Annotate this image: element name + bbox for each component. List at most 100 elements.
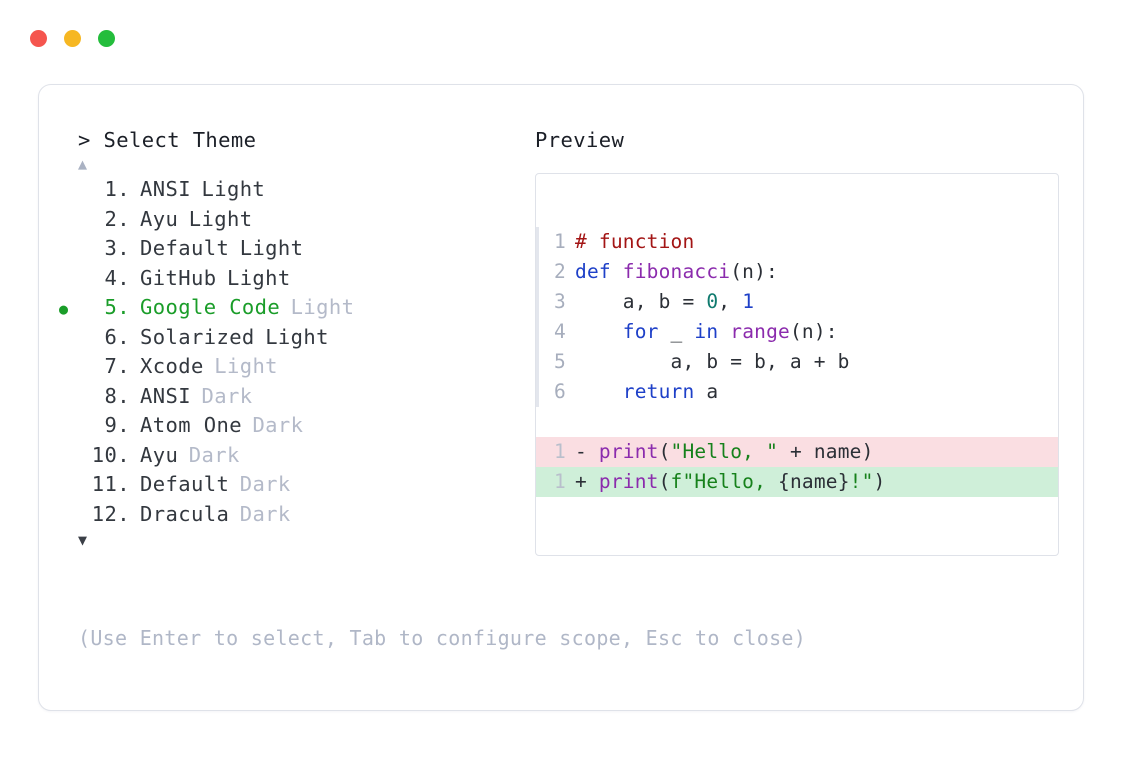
code-token: 0 <box>706 290 719 313</box>
line-number: 2 <box>554 260 566 283</box>
code-token: a <box>694 380 719 403</box>
code-token: a, b = <box>575 290 707 313</box>
theme-list-item[interactable]: ● 5. Google Code Light <box>59 293 529 323</box>
line-number: 5 <box>554 350 566 373</box>
theme-index: 2. <box>104 206 130 231</box>
theme-index: 1. <box>104 177 130 201</box>
code-token <box>575 320 623 343</box>
line-number: 1 <box>554 440 566 463</box>
page-title: Select Theme <box>103 128 257 152</box>
code-token: _ <box>658 320 695 343</box>
theme-name: Atom One <box>140 413 242 437</box>
theme-variant: Dark <box>239 501 291 526</box>
scroll-down-icon[interactable]: ▼ <box>78 531 88 549</box>
code-text: # function <box>575 227 694 257</box>
selection-bullet-icon <box>59 325 78 355</box>
line-number: 1 <box>554 470 566 493</box>
code-token <box>575 380 623 403</box>
window-traffic-lights <box>30 30 115 47</box>
code-token: fibonacci <box>622 260 731 283</box>
code-token: !" <box>849 470 874 493</box>
code-text: a, b = 0, 1 <box>575 287 754 317</box>
theme-name: Dracula <box>140 501 230 526</box>
code-text: print(f"Hello, {name}!") <box>599 467 886 497</box>
theme-variant: Light <box>265 324 329 349</box>
theme-name: ANSI <box>140 177 191 201</box>
code-token: 1 <box>742 290 755 313</box>
theme-list-item[interactable]: 2. Ayu Light <box>59 205 529 235</box>
theme-name: Google Code <box>140 295 281 319</box>
selection-bullet-icon <box>59 236 78 266</box>
line-number: 6 <box>554 380 566 403</box>
theme-index: 3. <box>104 236 130 260</box>
code-token: "Hello, " <box>670 440 779 463</box>
theme-index: 4. <box>104 265 130 290</box>
line-number: 1 <box>554 230 566 253</box>
theme-variant: Light <box>226 265 291 290</box>
selection-bullet-icon <box>59 266 78 296</box>
theme-name: Default <box>140 236 230 260</box>
code-token: for <box>622 320 659 343</box>
theme-variant: Light <box>290 295 355 319</box>
code-token: f"Hello, <box>670 470 779 493</box>
prompt-caret-icon: > <box>78 128 91 152</box>
theme-index: 8. <box>104 383 130 408</box>
theme-variant: Dark <box>239 472 291 496</box>
line-number: 4 <box>554 320 566 343</box>
scroll-up-icon[interactable]: ▲ <box>78 155 88 173</box>
diff-line: 1- print("Hello, " + name) <box>536 437 1058 467</box>
code-token: (n): <box>789 320 838 343</box>
code-token: print <box>598 470 659 493</box>
theme-index: 7. <box>104 354 130 378</box>
code-line: 5 a, b = b, a + b <box>536 347 1058 377</box>
theme-name: Xcode <box>140 354 204 378</box>
theme-index: 11. <box>91 472 130 496</box>
theme-list-item[interactable]: 9. Atom One Dark <box>59 411 529 441</box>
code-line: 1 # function <box>536 227 1058 257</box>
code-token: {name} <box>778 470 850 493</box>
theme-variant: Dark <box>188 442 240 467</box>
preview-code-box: 1 # function 2 def fibonacci(n): 3 a, b = 0,… <box>535 173 1059 556</box>
maximize-window-button[interactable] <box>98 30 115 47</box>
minimize-window-button[interactable] <box>64 30 81 47</box>
code-token: print <box>598 440 659 463</box>
selection-bullet-icon <box>59 413 78 443</box>
theme-name: GitHub <box>140 265 217 290</box>
theme-index: 10. <box>91 442 130 467</box>
close-window-button[interactable] <box>30 30 47 47</box>
line-number: 3 <box>554 290 566 313</box>
theme-index: 5. <box>104 295 130 319</box>
code-token: ( <box>658 440 671 463</box>
theme-variant: Dark <box>252 413 304 437</box>
code-token: range <box>730 320 790 343</box>
theme-variant: Light <box>188 206 253 231</box>
code-line: 6 return a <box>536 377 1058 407</box>
theme-list-item[interactable]: 4. GitHub Light <box>59 264 529 294</box>
selection-bullet-icon: ● <box>59 300 69 318</box>
diff-marker: + <box>575 470 599 493</box>
code-token: # function <box>575 230 695 253</box>
keyboard-hint: (Use Enter to select, Tab to configure s… <box>78 626 807 650</box>
theme-name: Ayu <box>140 206 179 231</box>
selection-bullet-icon <box>59 472 78 502</box>
code-token: ( <box>658 470 671 493</box>
code-text: def fibonacci(n): <box>575 257 778 287</box>
code-line: 4 for _ in range(n): <box>536 317 1058 347</box>
diff-block: 1- print("Hello, " + name)1+ print(f"Hel… <box>536 437 1058 497</box>
code-token: , <box>718 290 743 313</box>
code-text: for _ in range(n): <box>575 317 838 347</box>
selection-bullet-icon <box>59 354 78 384</box>
theme-index: 9. <box>104 413 130 437</box>
